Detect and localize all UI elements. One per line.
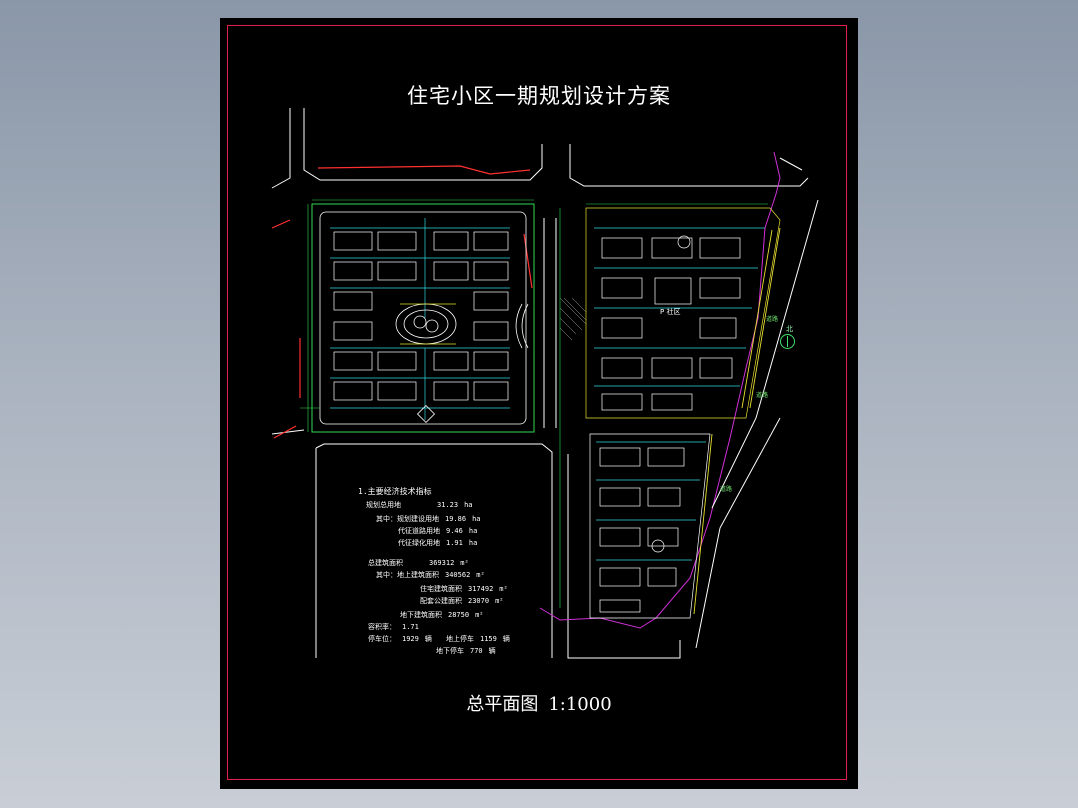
north-label: 北 xyxy=(786,325,793,333)
yellow-edge xyxy=(693,227,781,615)
dimension-marks xyxy=(300,199,768,608)
north-icon xyxy=(780,334,795,349)
road-label-1: 道路 xyxy=(766,316,779,323)
drawing-caption: 总平面图 1:1000 xyxy=(220,690,858,716)
right-paths xyxy=(594,227,765,561)
red-boundary xyxy=(271,165,533,439)
right-parcels xyxy=(585,207,781,619)
road-label-2: 道路 xyxy=(756,392,769,399)
site-plan xyxy=(271,108,819,659)
north-arrow: 北 xyxy=(776,324,806,364)
caption-scale: 1:1000 xyxy=(548,694,612,715)
central-garden xyxy=(395,303,457,345)
stats-header: 1.主要经济技术指标 xyxy=(358,487,432,496)
drawing-title: 住宅小区一期规划设计方案 xyxy=(407,84,671,108)
drawing-frame xyxy=(227,25,847,780)
east-road xyxy=(695,199,819,649)
zone-label: P 社区 xyxy=(660,308,681,316)
magenta-line xyxy=(539,151,781,629)
gate-arc xyxy=(515,303,529,349)
drawing-sheet: 住宅小区一期规划设计方案 xyxy=(220,18,858,789)
left-block xyxy=(311,203,535,433)
caption-main: 总平面图 xyxy=(466,694,539,715)
stats-row-9: 容积率：1.71 xyxy=(368,623,419,631)
road-network xyxy=(271,108,809,659)
road-label-3: 道路 xyxy=(720,486,733,493)
hatch-plaza xyxy=(559,297,587,341)
